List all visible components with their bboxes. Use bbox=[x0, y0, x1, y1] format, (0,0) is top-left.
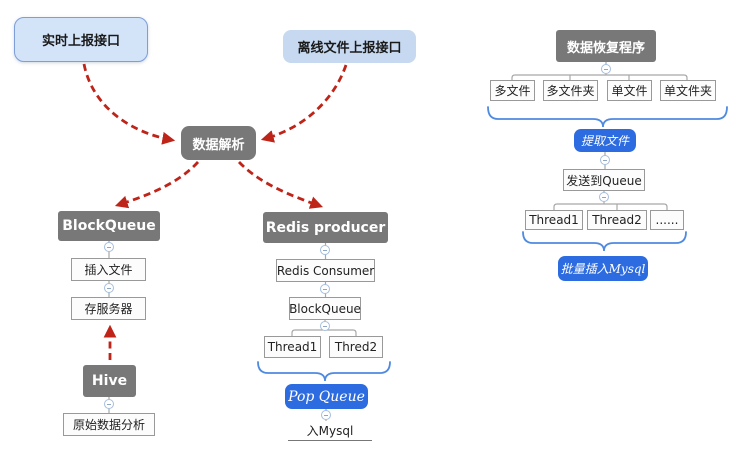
collapse-toggle-icon[interactable] bbox=[601, 64, 611, 74]
node-batch-insert-mysql[interactable]: 批量插入Mysql bbox=[558, 256, 648, 281]
arrow-parse-to-blockqueue bbox=[114, 161, 200, 209]
node-insert-file[interactable]: 插入文件 bbox=[71, 258, 146, 281]
node-send-to-queue[interactable]: 发送到Queue bbox=[563, 169, 645, 191]
collapse-toggle-icon[interactable] bbox=[320, 284, 330, 294]
tree-connectors bbox=[108, 62, 688, 421]
node-data-parse[interactable]: 数据解析 bbox=[181, 126, 256, 160]
node-raw-data-analysis[interactable]: 原始数据分析 bbox=[63, 413, 155, 436]
brace-file-types bbox=[487, 106, 728, 128]
node-single-file[interactable]: 单文件 bbox=[607, 80, 652, 101]
node-redis-consumer[interactable]: Redis Consumer bbox=[276, 259, 375, 282]
node-hive[interactable]: Hive bbox=[83, 365, 136, 397]
node-pop-queue[interactable]: Pop Queue bbox=[285, 384, 368, 409]
node-realtime-api[interactable]: 实时上报接口 bbox=[14, 17, 148, 62]
arrow-offline-to-parse bbox=[260, 64, 348, 143]
collapse-toggle-icon[interactable] bbox=[600, 155, 610, 165]
node-thread1-left[interactable]: Thread1 bbox=[264, 336, 321, 358]
collapse-toggle-icon[interactable] bbox=[321, 410, 331, 420]
node-blockqueue-sub[interactable]: BlockQueue bbox=[289, 297, 361, 320]
collapse-toggle-icon[interactable] bbox=[599, 192, 609, 202]
node-extract-file[interactable]: 提取文件 bbox=[574, 129, 636, 152]
arrow-parse-to-redis bbox=[237, 161, 324, 209]
node-thread1-right[interactable]: Thread1 bbox=[525, 210, 583, 230]
brace-threads-left bbox=[257, 361, 391, 382]
collapse-toggle-icon[interactable] bbox=[104, 242, 114, 252]
node-multi-file[interactable]: 多文件 bbox=[490, 80, 535, 101]
collapse-toggle-icon[interactable] bbox=[320, 245, 330, 255]
collapse-toggle-icon[interactable] bbox=[320, 321, 330, 331]
collapse-toggle-icon[interactable] bbox=[104, 399, 114, 409]
node-thread2-left[interactable]: Thred2 bbox=[329, 336, 383, 358]
node-offline-api[interactable]: 离线文件上报接口 bbox=[283, 30, 416, 63]
node-more-threads[interactable]: ...... bbox=[650, 210, 684, 230]
collapse-toggle-icon[interactable] bbox=[104, 283, 114, 293]
brace-threads-right bbox=[522, 231, 687, 252]
node-thread2-right[interactable]: Thread2 bbox=[587, 210, 647, 230]
node-store-server[interactable]: 存服务器 bbox=[71, 297, 146, 320]
node-multi-folder[interactable]: 多文件夹 bbox=[543, 80, 598, 101]
node-recovery-title[interactable]: 数据恢复程序 bbox=[556, 30, 656, 62]
node-single-folder[interactable]: 单文件夹 bbox=[660, 80, 716, 101]
node-blockqueue-main[interactable]: BlockQueue bbox=[58, 211, 160, 241]
node-into-mysql[interactable]: 入Mysql bbox=[288, 421, 372, 441]
arrow-realtime-to-parse bbox=[82, 63, 176, 145]
node-redis-producer[interactable]: Redis producer bbox=[263, 212, 388, 243]
